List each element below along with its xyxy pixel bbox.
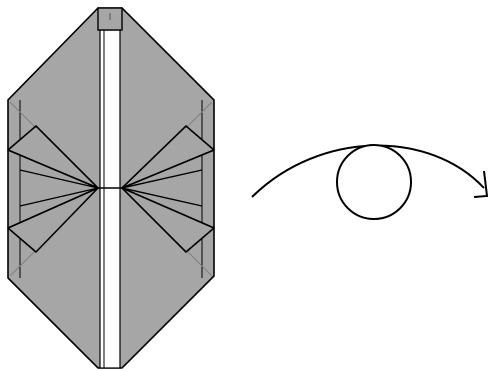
circle-icon xyxy=(337,145,411,219)
center-white-strip xyxy=(100,30,120,368)
turn-over-arrow-icon xyxy=(252,145,487,219)
origami-folded-model-icon xyxy=(8,8,214,368)
